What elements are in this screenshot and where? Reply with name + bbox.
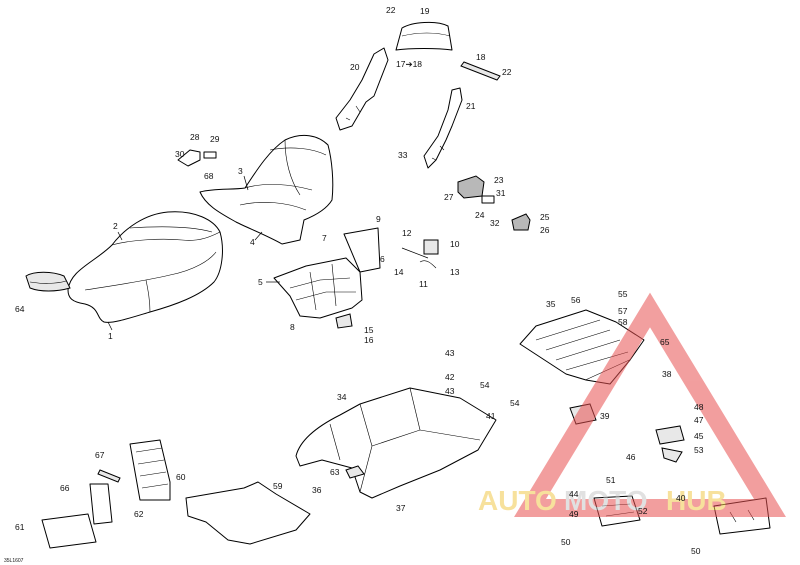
watermark-text-moto: MOTO: [564, 485, 647, 516]
callout-33: 33: [398, 150, 408, 160]
callout-57: 57: [618, 306, 628, 316]
callout-47: 47: [694, 415, 704, 425]
callout-38: 38: [662, 369, 672, 379]
callout-55: 55: [618, 289, 628, 299]
callout-12: 12: [402, 228, 412, 238]
callout-40: 40: [676, 493, 686, 503]
callout-64: 64: [15, 304, 25, 314]
callout-25: 25: [540, 212, 550, 222]
callout-17-18: 17➔18: [396, 59, 422, 69]
watermark-text-auto: AUTO: [478, 485, 557, 516]
callout-10: 10: [450, 239, 460, 249]
watermark: AUTO MOTO HUB: [478, 292, 786, 517]
callout-63: 63: [330, 467, 340, 477]
callout-53: 53: [694, 445, 704, 455]
callout-22-right: 22: [502, 67, 512, 77]
mat: [185, 481, 311, 545]
callout-34: 34: [337, 392, 347, 402]
callout-7: 7: [322, 233, 327, 243]
callout-23: 23: [494, 175, 504, 185]
passenger-seat: [199, 134, 334, 245]
callout-42: 42: [445, 372, 455, 382]
callout-28: 28: [190, 132, 200, 142]
callout-37: 37: [396, 503, 406, 513]
callout-58: 58: [618, 317, 628, 327]
callout-54-top: 54: [480, 380, 490, 390]
callout-39: 39: [600, 411, 610, 421]
callout-50-left: 50: [561, 537, 571, 547]
callout-20: 20: [350, 62, 360, 72]
callout-6: 6: [380, 254, 385, 264]
callout-30: 30: [175, 149, 185, 159]
diagram-id: 35L1607: [4, 558, 24, 564]
callout-21: 21: [466, 101, 476, 111]
callout-4: 4: [250, 237, 255, 247]
callout-9: 9: [376, 214, 381, 224]
callout-60: 60: [176, 472, 186, 482]
callout-44: 44: [569, 489, 579, 499]
seat-base: [273, 227, 381, 329]
callout-36: 36: [312, 485, 322, 495]
rider-seat: [25, 211, 223, 323]
callout-1: 1: [108, 331, 113, 341]
watermark-triangle-outer: [514, 292, 786, 517]
callout-68: 68: [204, 171, 214, 181]
callout-56: 56: [571, 295, 581, 305]
hardware-group: [401, 239, 439, 269]
callout-13: 13: [450, 267, 460, 277]
callout-43-top: 43: [445, 348, 455, 358]
storage-bits: [41, 439, 171, 549]
callout-65: 65: [660, 337, 670, 347]
callout-48: 48: [694, 402, 704, 412]
backrest-assembly: [335, 21, 501, 169]
callout-67: 67: [95, 450, 105, 460]
callout-59: 59: [273, 481, 283, 491]
callout-32: 32: [490, 218, 500, 228]
callout-61: 61: [15, 522, 25, 532]
callout-26: 26: [540, 225, 550, 235]
storage-tub: [295, 387, 497, 499]
callout-51: 51: [606, 475, 616, 485]
callout-11: 11: [419, 279, 428, 289]
callout-18: 18: [476, 52, 486, 62]
callout-19: 19: [420, 6, 430, 16]
callout-49: 49: [569, 509, 579, 519]
callout-62: 62: [134, 509, 144, 519]
callout-31: 31: [496, 188, 506, 198]
callouts: 1 2 3 4 5 6 7 8 9 10 11 12 13 14 15 16 1…: [4, 5, 704, 564]
callout-41: 41: [486, 411, 496, 421]
callout-35: 35: [546, 299, 556, 309]
callout-15: 15: [364, 325, 374, 335]
callout-46: 46: [626, 452, 636, 462]
callout-45: 45: [694, 431, 704, 441]
callout-14: 14: [394, 267, 404, 277]
callout-24: 24: [475, 210, 485, 220]
callout-43-bottom: 43: [445, 386, 455, 396]
watermark-text-hub: HUB: [666, 485, 727, 516]
callout-54-bottom: 54: [510, 398, 520, 408]
callout-27: 27: [444, 192, 454, 202]
callout-22-top: 22: [386, 5, 396, 15]
callout-2: 2: [113, 221, 118, 231]
callout-8: 8: [290, 322, 295, 332]
latch-parts: [177, 149, 531, 231]
callout-52: 52: [638, 506, 648, 516]
callout-66: 66: [60, 483, 70, 493]
callout-50-right: 50: [691, 546, 701, 556]
callout-3: 3: [238, 166, 243, 176]
callout-29: 29: [210, 134, 220, 144]
callout-5: 5: [258, 277, 263, 287]
callout-16: 16: [364, 335, 374, 345]
